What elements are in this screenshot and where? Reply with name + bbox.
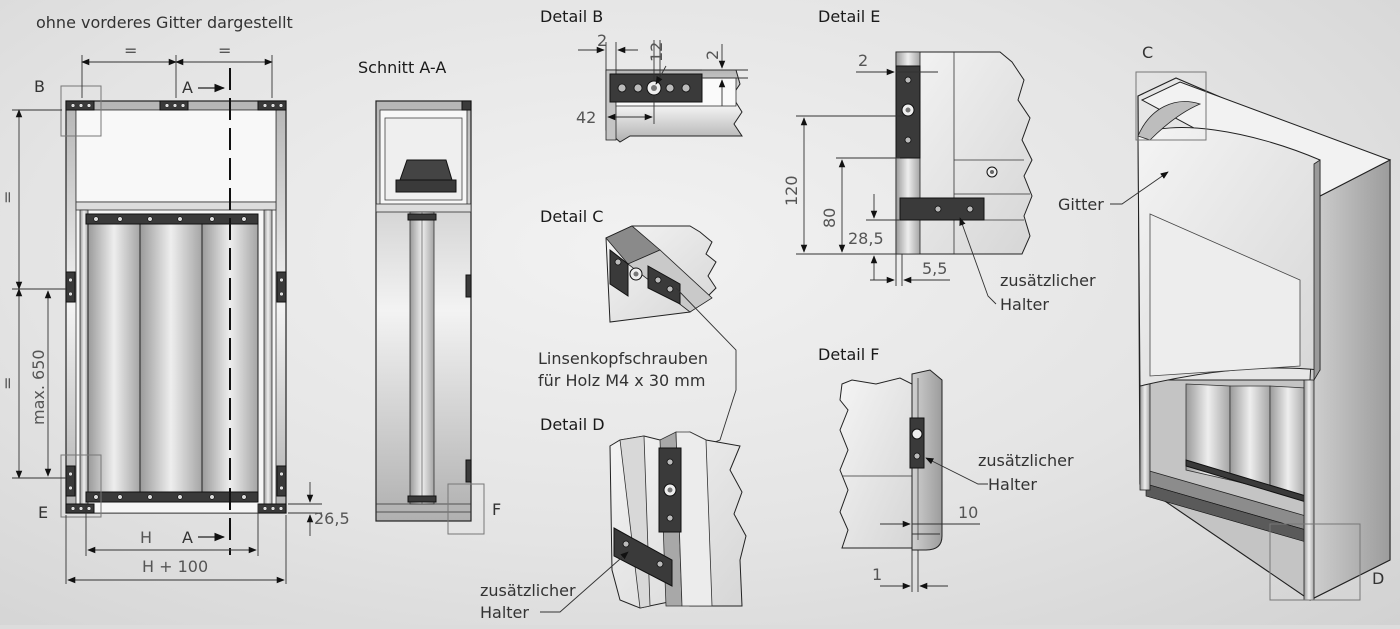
- detail-e-title: Detail E: [818, 7, 880, 26]
- equal-mark-top-left: =: [124, 41, 137, 60]
- dim-h-plus-100: H + 100: [142, 557, 208, 576]
- detail-c-title: Detail C: [540, 207, 603, 226]
- detail-b-dim-2b: 2: [703, 50, 722, 60]
- detail-e-dim-120: 120: [782, 175, 801, 206]
- detail-c-callout-line-2: für Holz M4 x 30 mm: [538, 371, 705, 390]
- detail-d-callout-line-2: Halter: [480, 603, 529, 622]
- detail-e-dim-80: 80: [820, 208, 839, 228]
- detail-c: Detail C Linsenkopfschrauben für Holz M4…: [538, 207, 737, 457]
- detail-d-callout-line-1: zusätzlicher: [480, 581, 576, 600]
- detail-b-dim-2a: 2: [597, 31, 607, 50]
- dim-max-650: max. 650: [29, 349, 48, 425]
- dim-26-5: 26,5: [314, 509, 350, 528]
- detail-d-title: Detail D: [540, 415, 605, 434]
- detail-b-title: Detail B: [540, 7, 603, 26]
- filter-panel-2: [139, 221, 203, 501]
- label-e: E: [38, 503, 48, 522]
- detail-e-additional-holder: [899, 197, 985, 221]
- bottom-holder-rail: [85, 491, 259, 503]
- detail-b-dim-12: 12: [647, 42, 666, 62]
- detail-e-marker-box: [60, 454, 102, 518]
- label-d: D: [1372, 569, 1384, 588]
- detail-e-dim-5-5: 5,5: [922, 259, 947, 278]
- front-view-caption: ohne vorderes Gitter dargestellt: [36, 13, 293, 32]
- upper-panel: [75, 109, 277, 203]
- gitter-label: Gitter: [1058, 195, 1104, 214]
- detail-f: Detail F zusätzlicher Halter 10 1: [818, 345, 1074, 592]
- detail-e-callout-line-2: Halter: [1000, 295, 1049, 314]
- front-view: ohne vorderes Gitter dargestellt: [0, 13, 350, 584]
- section-marker-top: A: [182, 78, 193, 97]
- detail-e: Detail E 2 120 80 28,5 5,5 zusätzlicher: [782, 7, 1096, 314]
- equal-mark-left-upper: =: [0, 191, 17, 204]
- section-view: Schnitt A-A F: [358, 58, 501, 535]
- detail-f-callout-line-2: Halter: [988, 475, 1037, 494]
- detail-e-dim-28-5: 28,5: [848, 229, 884, 248]
- detail-c-callout-line-1: Linsenkopfschrauben: [538, 349, 708, 368]
- detail-f-title: Detail F: [818, 345, 879, 364]
- detail-f-marker-box: [447, 483, 485, 535]
- equal-mark-left-lower: =: [0, 377, 17, 390]
- equal-mark-top-right: =: [218, 41, 231, 60]
- mid-rail: [75, 201, 277, 211]
- label-f: F: [492, 500, 501, 519]
- detail-b-marker-box: [60, 85, 102, 137]
- detail-e-dim-2: 2: [858, 51, 868, 70]
- label-b: B: [34, 77, 45, 96]
- detail-c-marker-box: [1135, 71, 1207, 141]
- section-view-title: Schnitt A-A: [358, 58, 446, 77]
- detail-f-callout-line-1: zusätzlicher: [978, 451, 1074, 470]
- detail-e-callout-line-1: zusätzlicher: [1000, 271, 1096, 290]
- top-holder-rail: [85, 213, 259, 225]
- detail-b-dim-42: 42: [576, 108, 596, 127]
- section-marker-bottom: A: [182, 528, 193, 547]
- detail-f-dim-1: 1: [872, 565, 882, 584]
- detail-d: Detail D zusätzlicher Halter: [480, 415, 747, 622]
- detail-f-holder: [909, 417, 925, 469]
- iso-view: C D Gitter: [1058, 43, 1392, 601]
- filter-panel-1: [87, 221, 141, 501]
- detail-f-dim-10: 10: [958, 503, 978, 522]
- detail-b: Detail B 2 12 2 42: [540, 7, 748, 143]
- label-c: C: [1142, 43, 1153, 62]
- dim-h: H: [140, 528, 152, 547]
- detail-d-marker-box: [1269, 523, 1361, 601]
